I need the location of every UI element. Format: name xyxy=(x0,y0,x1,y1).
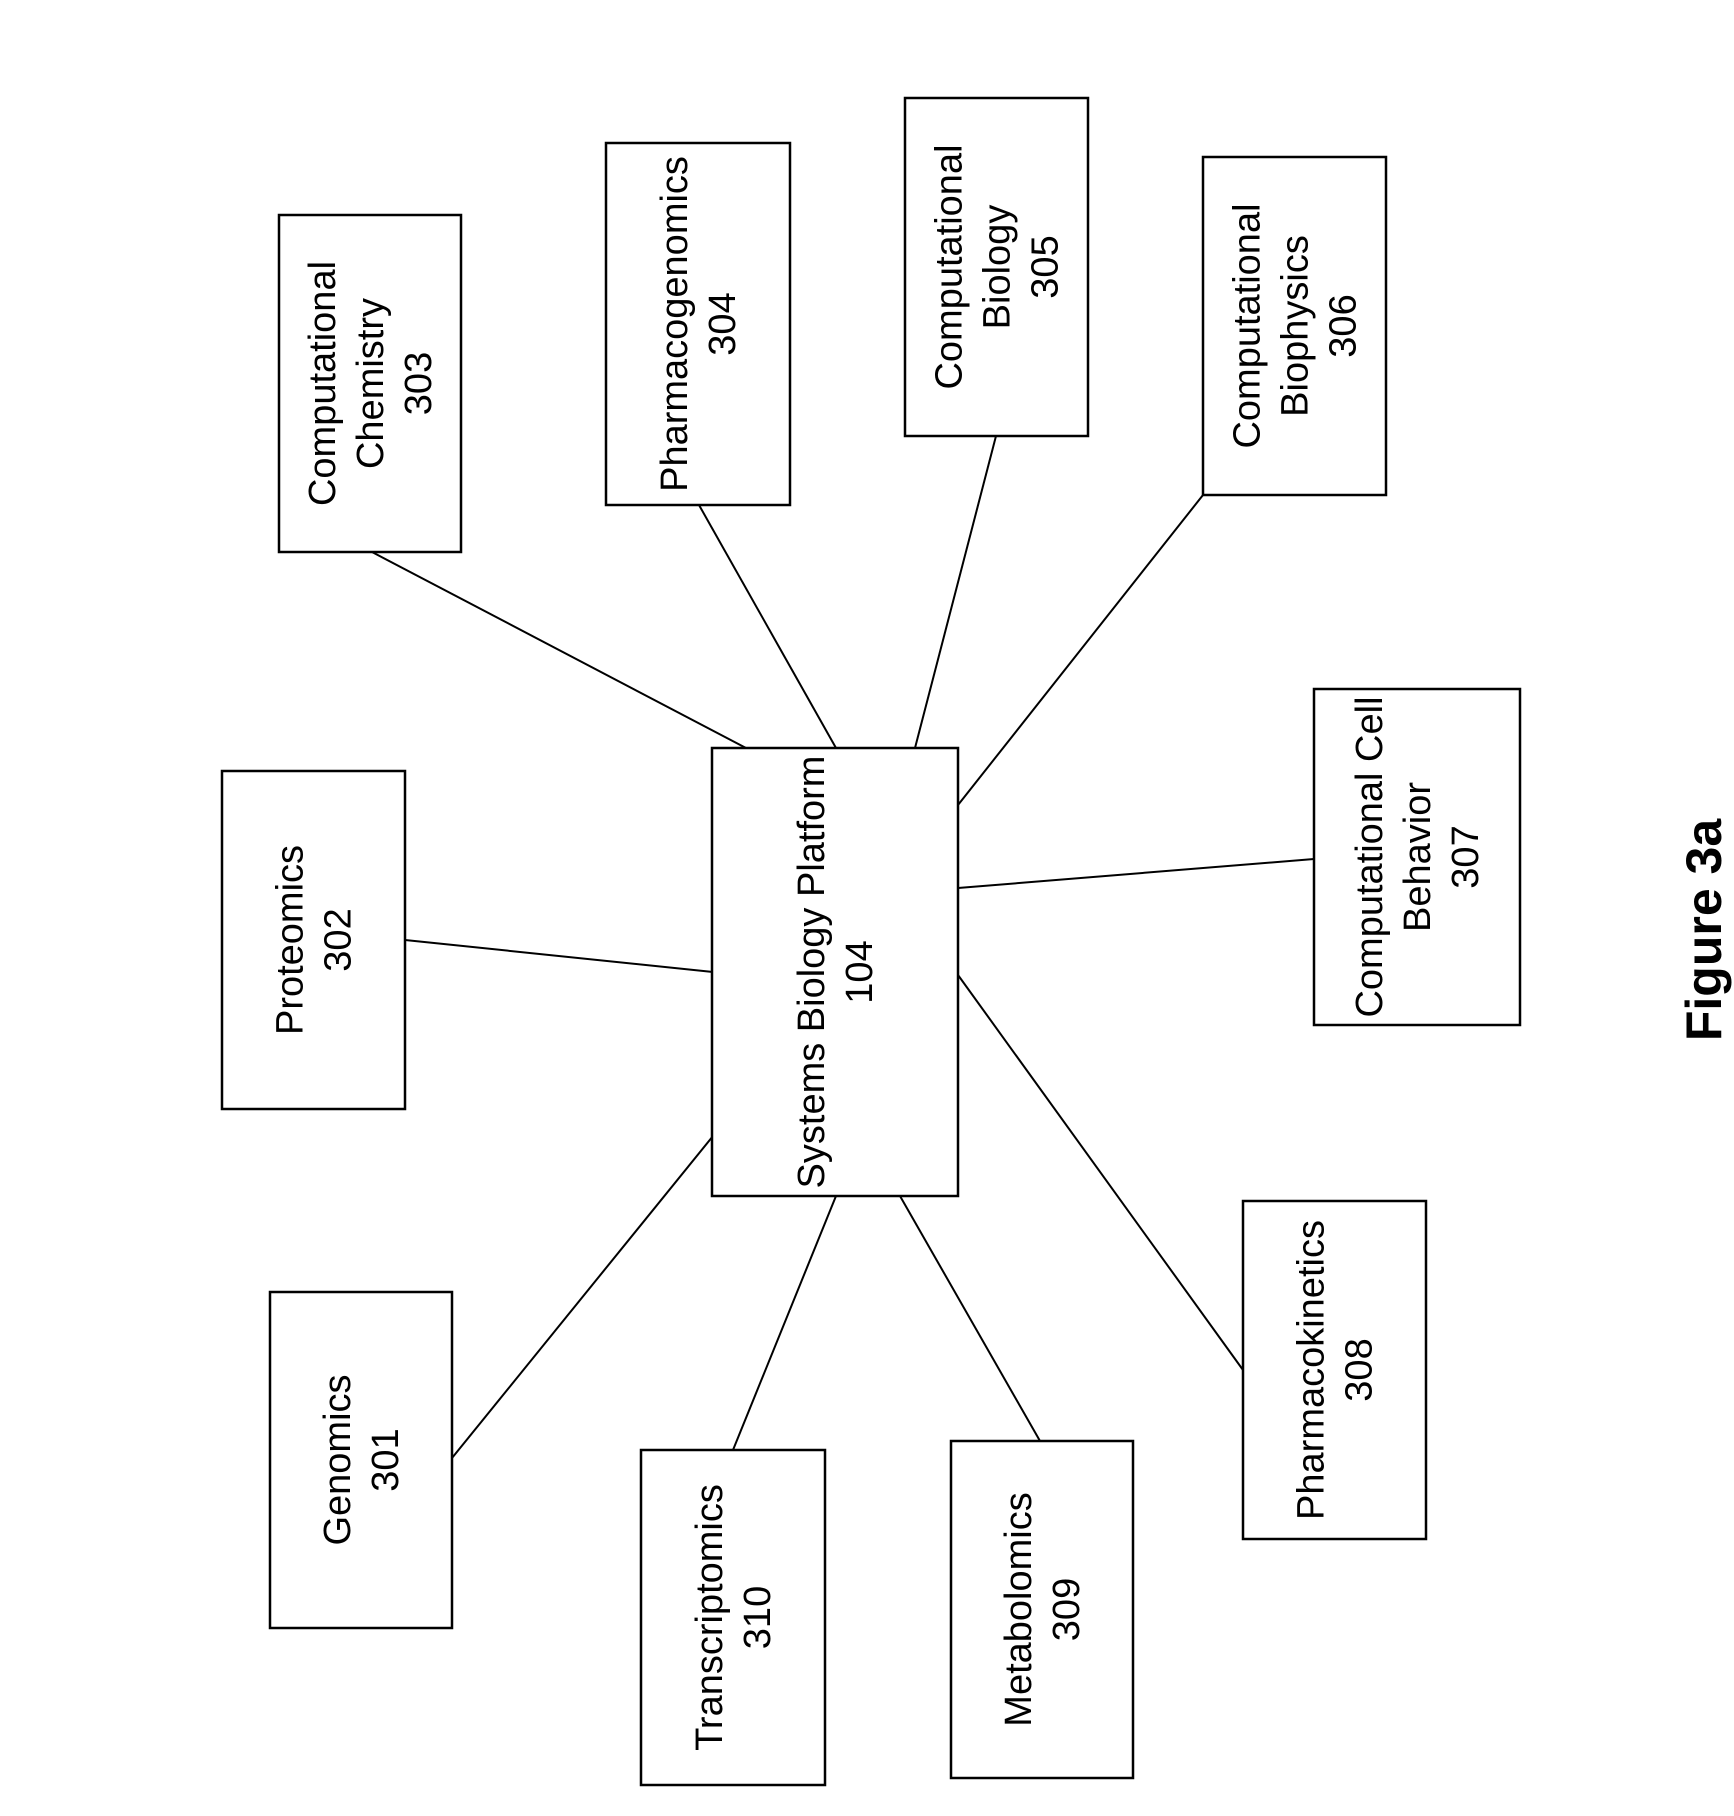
node-label-line: Genomics xyxy=(317,1374,359,1545)
connector-computational-biology xyxy=(915,436,996,748)
node-label-line: Computational xyxy=(929,144,971,389)
node-label-line: Proteomics xyxy=(270,845,312,1035)
connector-computational-cell-behavior xyxy=(958,859,1314,888)
connector-metabolomics xyxy=(900,1196,1040,1441)
node-box xyxy=(1243,1201,1426,1539)
node-label-line: 104 xyxy=(839,940,881,1003)
node-label-line: 302 xyxy=(318,908,360,971)
node-label-line: 304 xyxy=(702,292,744,355)
connector-computational-chemistry xyxy=(372,552,746,748)
node-label-line: Pharmacogenomics xyxy=(654,156,696,492)
node-label-line: Computational xyxy=(1227,203,1269,448)
node-label-line: 305 xyxy=(1025,235,1067,298)
node-label-line: Computational xyxy=(302,261,344,506)
node-box xyxy=(270,1292,452,1628)
connector-computational-biophysics xyxy=(958,495,1203,805)
node-proteomics: Proteomics302 xyxy=(222,771,405,1109)
node-box xyxy=(222,771,405,1109)
node-label-line: 307 xyxy=(1445,825,1487,888)
node-transcriptomics: Transcriptomics310 xyxy=(641,1450,825,1785)
center-node-systems-biology-platform: Systems Biology Platform104 xyxy=(712,748,958,1196)
node-pharmacogenomics: Pharmacogenomics304 xyxy=(606,143,790,505)
connector-genomics xyxy=(452,1136,713,1458)
node-label-line: 310 xyxy=(737,1586,779,1649)
node-box xyxy=(712,748,958,1196)
node-label-line: Behavior xyxy=(1397,782,1439,932)
node-computational-cell-behavior: Computational CellBehavior307 xyxy=(1314,689,1520,1025)
node-label-line: Pharmacokinetics xyxy=(1291,1220,1333,1520)
node-box xyxy=(606,143,790,505)
node-label-line: Biology xyxy=(977,205,1019,330)
node-label-line: 303 xyxy=(398,352,440,415)
node-label-line: 309 xyxy=(1046,1578,1088,1641)
node-box xyxy=(951,1441,1133,1778)
node-computational-biology: ComputationalBiology305 xyxy=(905,98,1088,436)
node-label-line: Metabolomics xyxy=(998,1492,1040,1726)
node-computational-chemistry: ComputationalChemistry303 xyxy=(279,215,461,552)
node-computational-biophysics: ComputationalBiophysics306 xyxy=(1203,157,1386,495)
figure-caption: Figure 3a xyxy=(1676,818,1732,1041)
connector-transcriptomics xyxy=(733,1196,836,1450)
node-label-line: 306 xyxy=(1323,294,1365,357)
connector-pharmacokinetics xyxy=(958,975,1243,1370)
node-box xyxy=(641,1450,825,1785)
node-label-line: Systems Biology Platform xyxy=(791,756,833,1189)
node-label-line: 308 xyxy=(1339,1338,1381,1401)
node-metabolomics: Metabolomics309 xyxy=(951,1441,1133,1778)
node-label-line: Computational Cell xyxy=(1349,696,1391,1017)
node-label-line: Chemistry xyxy=(350,298,392,469)
node-label-line: Biophysics xyxy=(1275,235,1317,417)
node-label-line: 301 xyxy=(365,1428,407,1491)
node-label-line: Transcriptomics xyxy=(689,1484,731,1751)
node-genomics: Genomics301 xyxy=(270,1292,452,1628)
connector-pharmacogenomics xyxy=(699,505,836,748)
node-pharmacokinetics: Pharmacokinetics308 xyxy=(1243,1201,1426,1539)
connector-proteomics xyxy=(405,940,713,972)
